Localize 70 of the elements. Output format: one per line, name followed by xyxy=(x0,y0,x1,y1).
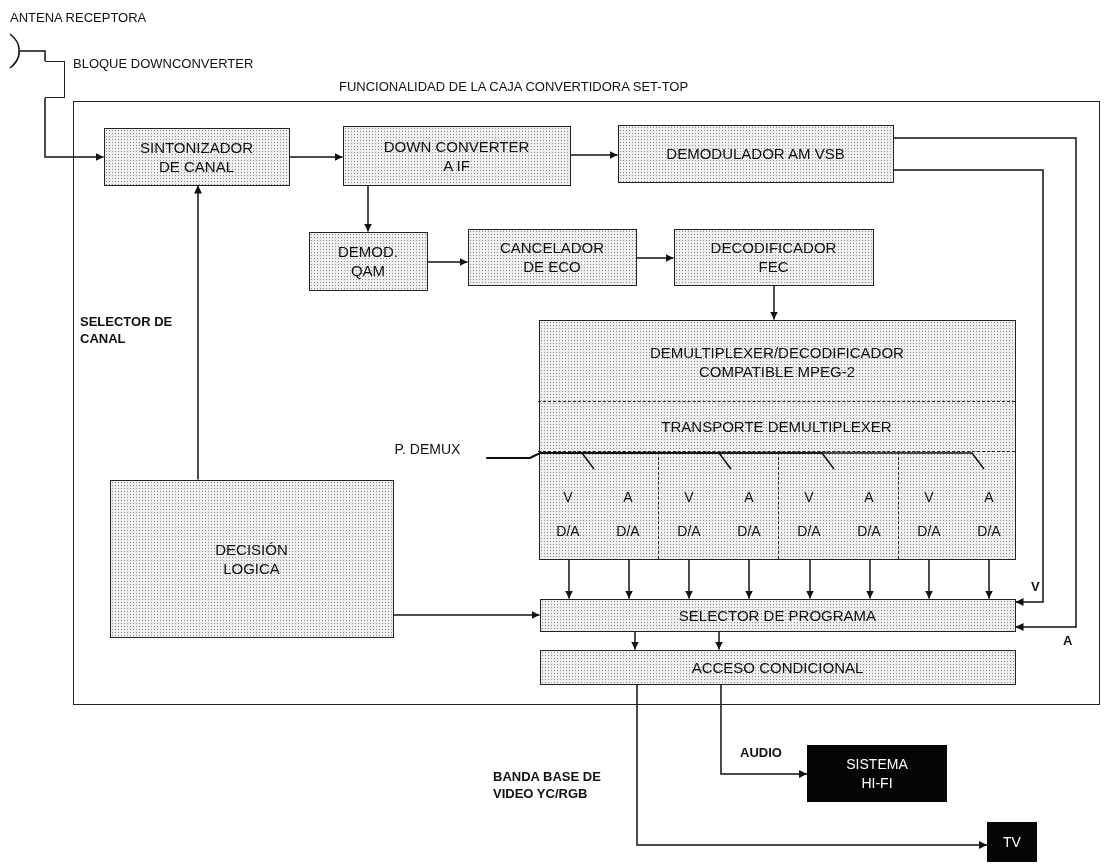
converter-label: D/A xyxy=(676,522,702,541)
box-label: DEMOD. QAM xyxy=(337,242,399,280)
box-label: TV xyxy=(1002,832,1022,852)
leader-text: P. DEMUX xyxy=(394,439,487,458)
channel-letter: V xyxy=(683,488,695,507)
box-label: SISTEMA HI-FI xyxy=(845,754,909,793)
arrow xyxy=(720,683,808,778)
arrow xyxy=(288,153,344,161)
process-box xyxy=(103,127,290,186)
box-label: SELECTOR DE PROGRAMA xyxy=(677,605,878,625)
process-box xyxy=(539,649,1016,685)
channel-letter: A xyxy=(622,488,634,507)
arrow xyxy=(636,683,988,849)
box-label: ACCESO CONDICIONAL xyxy=(690,657,865,677)
arrow xyxy=(364,184,372,233)
band-section xyxy=(538,401,1015,452)
frame-heading: FUNCIONALIDAD DE LA CAJA CONVERTIDORA SET-TOP xyxy=(339,78,689,96)
arrow xyxy=(892,137,1077,631)
arrow xyxy=(44,97,105,161)
process-box xyxy=(539,598,1016,632)
converter-label: D/A xyxy=(916,522,942,541)
arrow xyxy=(745,558,753,600)
box-label: DOWN CONVERTER A IF xyxy=(382,136,531,175)
converter-label: D/A xyxy=(736,522,762,541)
channel-letter: V xyxy=(803,488,815,507)
channel-letter: A xyxy=(743,488,755,507)
process-box xyxy=(342,125,571,186)
converter-label: D/A xyxy=(976,522,1002,541)
channel-letter: V xyxy=(562,488,574,507)
channel-letter: A xyxy=(983,488,995,507)
arrow xyxy=(770,284,778,321)
box-label: DECISIÓN LOGICA xyxy=(214,539,289,578)
box-label: SINTONIZADOR DE CANAL xyxy=(138,137,255,176)
process-box xyxy=(308,231,428,291)
converter-label: D/A xyxy=(856,522,882,541)
output-box xyxy=(987,822,1037,862)
process-box xyxy=(467,228,637,286)
block-symbol xyxy=(45,61,65,98)
arrow xyxy=(925,558,933,600)
arrow xyxy=(806,558,814,600)
arrow xyxy=(569,151,619,159)
arrow xyxy=(715,630,723,651)
converter-label: D/A xyxy=(796,522,822,541)
box-label: DEMODULADOR AM VSB xyxy=(665,144,846,163)
converter-label: D/A xyxy=(615,522,641,541)
arrow xyxy=(426,258,469,266)
process-box xyxy=(109,479,394,638)
box-label: CANCELADOR DE ECO xyxy=(498,238,606,276)
channel-letter: A xyxy=(863,488,875,507)
antenna-icon xyxy=(8,33,20,69)
arrow xyxy=(19,50,46,62)
arrow xyxy=(685,558,693,600)
box-label: TRANSPORTE DEMULTIPLEXER xyxy=(660,417,893,436)
process-box xyxy=(617,124,894,183)
box-label: DEMULTIPLEXER/DECODIFICADOR COMPATIBLE MPEG-2 xyxy=(649,342,905,381)
box-label: DECODIFICADOR FEC xyxy=(709,238,838,276)
arrow xyxy=(631,630,639,651)
output-box xyxy=(807,745,947,802)
arrow xyxy=(194,184,202,481)
arrow xyxy=(625,558,633,600)
channel-letter: V xyxy=(923,488,935,507)
arrow xyxy=(635,254,675,262)
arrow xyxy=(866,558,874,600)
arrow xyxy=(892,169,1044,606)
converter-label: D/A xyxy=(555,522,581,541)
decoder-box xyxy=(538,319,1016,560)
arrow xyxy=(985,558,993,600)
process-box xyxy=(673,228,874,286)
arrow xyxy=(565,558,573,600)
arrow xyxy=(392,611,541,619)
